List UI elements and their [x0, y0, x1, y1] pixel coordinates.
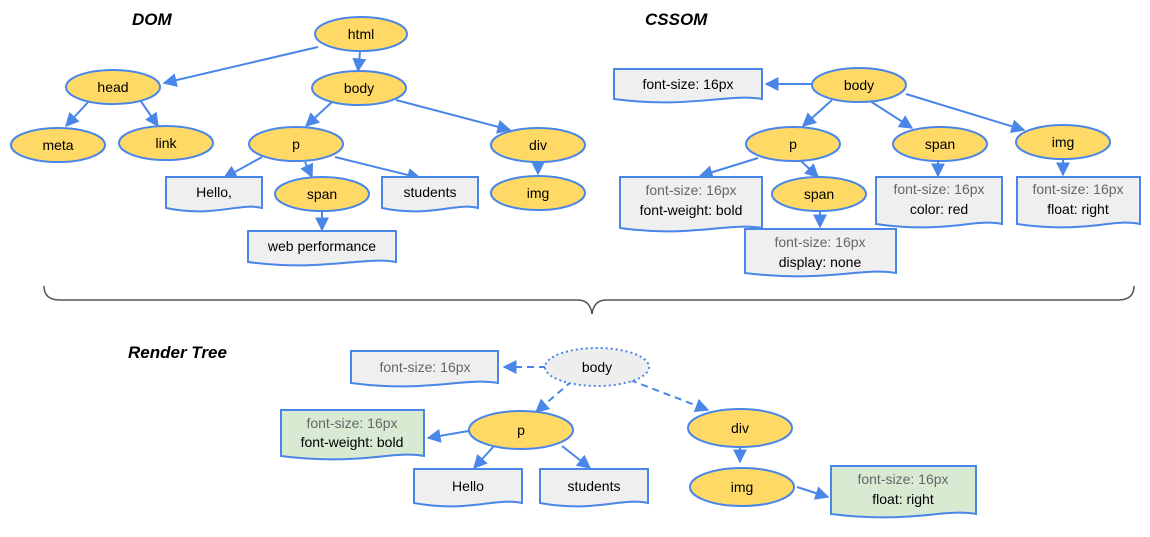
dom-text-hello: Hello, — [165, 176, 263, 213]
svg-text:float: right: float: right — [1047, 201, 1109, 217]
cssom-style-body: font-size: 16px — [613, 68, 763, 104]
svg-text:font-size: 16px: font-size: 16px — [1032, 181, 1123, 197]
cssom-style-span: font-size: 16px color: red — [875, 176, 1003, 229]
svg-text:img: img — [527, 185, 550, 201]
svg-text:span: span — [925, 136, 955, 152]
render-tree-title: Render Tree — [128, 343, 227, 362]
dom-node-p: p — [248, 126, 344, 162]
svg-text:html: html — [348, 26, 374, 42]
render-text-hello: Hello — [413, 468, 523, 508]
cssom-style-p-span: font-size: 16px display: none — [744, 228, 897, 278]
dom-node-link: link — [118, 125, 214, 161]
cssom-style-img: font-size: 16px float: right — [1016, 176, 1141, 229]
cssom-node-p: p — [745, 126, 841, 162]
svg-text:img: img — [731, 479, 754, 495]
svg-text:p: p — [789, 136, 797, 152]
dom-node-span: span — [274, 176, 370, 212]
dom-node-img: img — [490, 175, 586, 211]
dom-node-div: div — [490, 127, 586, 163]
svg-text:span: span — [307, 186, 337, 202]
svg-text:float: right: float: right — [872, 491, 934, 507]
render-node-div: div — [687, 408, 793, 448]
cssom-title: CSSOM — [645, 10, 708, 29]
merge-brace — [43, 285, 1135, 315]
svg-text:Hello,: Hello, — [196, 184, 232, 200]
svg-text:body: body — [344, 80, 374, 96]
cssom-node-span: span — [892, 126, 988, 162]
dom-node-body: body — [311, 70, 407, 106]
cssom-edges — [698, 77, 1070, 229]
dom-text-web-performance: web performance — [247, 230, 397, 267]
svg-text:img: img — [1052, 134, 1075, 150]
svg-text:div: div — [529, 137, 547, 153]
svg-text:font-size: 16px: font-size: 16px — [306, 415, 397, 431]
svg-text:students: students — [404, 184, 457, 200]
render-node-body: body — [544, 347, 650, 387]
svg-text:head: head — [97, 79, 128, 95]
cssom-node-p-span: span — [771, 176, 867, 212]
svg-text:font-size: 16px: font-size: 16px — [645, 182, 736, 198]
svg-text:body: body — [582, 359, 612, 375]
render-edges — [426, 360, 830, 500]
svg-text:div: div — [731, 420, 749, 436]
dom-edges — [65, 46, 545, 232]
cssom-style-p: font-size: 16px font-weight: bold — [619, 176, 763, 233]
render-style-body: font-size: 16px — [350, 350, 499, 388]
svg-text:p: p — [517, 422, 525, 438]
dom-node-head: head — [65, 69, 161, 105]
svg-text:font-size: 16px: font-size: 16px — [774, 234, 865, 250]
svg-text:font-size: 16px: font-size: 16px — [857, 471, 948, 487]
render-style-p: font-size: 16px font-weight: bold — [280, 409, 425, 461]
svg-text:span: span — [804, 186, 834, 202]
svg-text:link: link — [155, 135, 177, 151]
svg-text:font-size: 16px: font-size: 16px — [379, 359, 470, 375]
svg-text:display: none: display: none — [779, 254, 862, 270]
svg-text:font-size: 16px: font-size: 16px — [893, 181, 984, 197]
dom-text-students: students — [381, 176, 479, 213]
svg-text:students: students — [568, 478, 621, 494]
cssom-node-img: img — [1015, 124, 1111, 160]
dom-node-html: html — [314, 16, 408, 52]
cssom-node-body: body — [811, 67, 907, 103]
svg-text:web performance: web performance — [267, 238, 376, 254]
render-text-students: students — [539, 468, 649, 508]
render-style-img: font-size: 16px float: right — [830, 465, 977, 519]
render-node-p: p — [468, 410, 574, 450]
svg-text:font-size: 16px: font-size: 16px — [642, 76, 733, 92]
dom-title: DOM — [132, 10, 173, 29]
dom-node-meta: meta — [10, 127, 106, 163]
svg-text:color: red: color: red — [910, 201, 968, 217]
svg-text:body: body — [844, 77, 874, 93]
render-node-img: img — [689, 467, 795, 507]
svg-text:p: p — [292, 136, 300, 152]
svg-text:font-weight: bold: font-weight: bold — [301, 434, 404, 450]
svg-text:Hello: Hello — [452, 478, 484, 494]
svg-text:meta: meta — [42, 137, 73, 153]
svg-text:font-weight: bold: font-weight: bold — [640, 202, 743, 218]
